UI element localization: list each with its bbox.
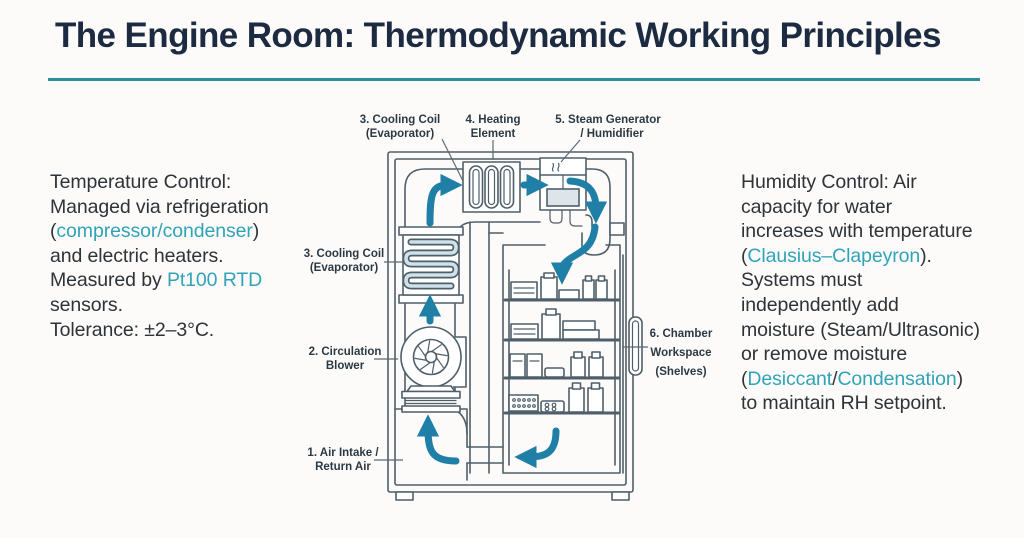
humidity-control-text: Humidity Control: Air capacity for water… bbox=[741, 170, 1009, 416]
page-title: The Engine Room: Thermodynamic Working P… bbox=[55, 16, 942, 55]
door-handle-icon bbox=[628, 316, 643, 376]
text-segment: independently add bbox=[741, 293, 899, 316]
cabinet-foot bbox=[395, 491, 414, 501]
title-divider bbox=[48, 78, 980, 81]
text-line: Managed via refrigeration bbox=[50, 195, 310, 220]
text-segment: ( bbox=[741, 367, 748, 390]
airflow-arrow bbox=[416, 414, 460, 465]
text-line: or remove moisture bbox=[741, 342, 1009, 367]
label-cooling-coil-top: (Evaporator) bbox=[366, 128, 435, 140]
text-segment: or remove moisture bbox=[741, 343, 908, 366]
label-cooling-coil-top: 3. Cooling Coil bbox=[360, 114, 441, 126]
keyword-compressor-condenser: compressor/condenser bbox=[56, 220, 253, 243]
text-line: and electric heaters. bbox=[50, 244, 310, 269]
label-circulation-blower: Blower bbox=[326, 360, 365, 372]
text-segment: ) bbox=[956, 367, 964, 390]
text-line: sensors. bbox=[50, 293, 310, 318]
label-heating-element: 4. Heating bbox=[466, 114, 521, 126]
text-segment: ( bbox=[50, 220, 57, 243]
text-line: Systems must bbox=[741, 268, 1009, 293]
text-segment: increases with temperature bbox=[741, 220, 973, 243]
label-steam-generator: / Humidifier bbox=[580, 128, 644, 140]
text-line: Humidity Control: Air bbox=[741, 170, 1009, 195]
label-leader-lines bbox=[374, 138, 648, 461]
text-segment: Tolerance: ±2–3°C. bbox=[50, 318, 215, 341]
airflow-arrows bbox=[416, 173, 608, 469]
text-segment: ) bbox=[252, 220, 260, 243]
text-line: increases with temperature bbox=[741, 219, 1009, 244]
steam-generator-icon bbox=[539, 157, 587, 227]
label-cooling-coil-mid: 3. Cooling Coil bbox=[304, 248, 385, 260]
text-segment: Managed via refrigeration bbox=[50, 195, 269, 218]
shelf-items bbox=[508, 272, 608, 413]
text-segment: sensors. bbox=[50, 293, 123, 316]
diagram-labels: 3. Cooling Coil (Evaporator) 4. Heating … bbox=[304, 114, 713, 473]
keyword-clausius-clapeyron: Clausius–Clapeyron bbox=[747, 244, 921, 267]
text-segment: ( bbox=[741, 244, 748, 267]
label-circulation-blower: 2. Circulation bbox=[309, 346, 382, 358]
text-segment: moisture (Steam/Ultrasonic) bbox=[741, 318, 980, 341]
temperature-control-text: Temperature Control: Managed via refrige… bbox=[50, 170, 310, 342]
text-segment: Humidity Control: Air bbox=[741, 171, 917, 193]
text-segment: capacity for water bbox=[741, 195, 893, 218]
label-chamber-workspace: (Shelves) bbox=[655, 366, 706, 378]
keyword-condensation: Condensation bbox=[837, 367, 957, 390]
text-line: Measured by Pt100 RTD bbox=[50, 268, 310, 293]
text-line: Temperature Control: bbox=[50, 170, 310, 195]
text-line: capacity for water bbox=[741, 195, 1009, 220]
text-segment: to maintain RH setpoint. bbox=[741, 392, 947, 415]
label-heating-element: Element bbox=[471, 128, 516, 140]
thermodynamic-diagram: 3. Cooling Coil (Evaporator) 4. Heating … bbox=[304, 114, 713, 501]
text-line: independently add bbox=[741, 293, 1009, 318]
label-cooling-coil-mid: (Evaporator) bbox=[310, 262, 379, 274]
airflow-arrow bbox=[566, 177, 608, 224]
text-segment: Measured by bbox=[50, 269, 167, 292]
text-line: (compressor/condenser) bbox=[50, 219, 310, 244]
text-line: (Desiccant/Condensation) bbox=[741, 367, 1009, 392]
text-line: (Clausius–Clapeyron). bbox=[741, 244, 1009, 269]
cooling-coil-icon bbox=[398, 226, 464, 304]
cabinet-foot bbox=[611, 491, 630, 501]
text-segment: and electric heaters. bbox=[50, 244, 224, 267]
label-chamber-workspace: Workspace bbox=[650, 347, 711, 359]
label-air-intake: Return Air bbox=[315, 461, 371, 473]
text-line: to maintain RH setpoint. bbox=[741, 391, 1009, 416]
text-segment: / bbox=[832, 367, 838, 390]
airflow-arrow bbox=[426, 173, 463, 227]
text-segment: Temperature Control: bbox=[50, 171, 232, 193]
label-chamber-workspace: 6. Chamber bbox=[650, 328, 713, 340]
label-air-intake: 1. Air Intake / bbox=[307, 447, 379, 459]
chamber-workspace bbox=[502, 244, 643, 474]
keyword-desiccant: Desiccant bbox=[747, 367, 833, 390]
text-line: Tolerance: ±2–3°C. bbox=[50, 318, 310, 343]
airflow-arrow bbox=[514, 427, 560, 469]
airflow-arrow bbox=[550, 223, 599, 285]
label-steam-generator: 5. Steam Generator bbox=[555, 114, 661, 126]
text-segment: ). bbox=[920, 244, 932, 267]
circulation-blower-icon bbox=[400, 326, 467, 413]
text-segment: Systems must bbox=[741, 269, 863, 292]
heating-element-icon bbox=[462, 161, 521, 213]
text-line: moisture (Steam/Ultrasonic) bbox=[741, 318, 1009, 343]
keyword-pt100-rtd: Pt100 RTD bbox=[166, 269, 263, 292]
